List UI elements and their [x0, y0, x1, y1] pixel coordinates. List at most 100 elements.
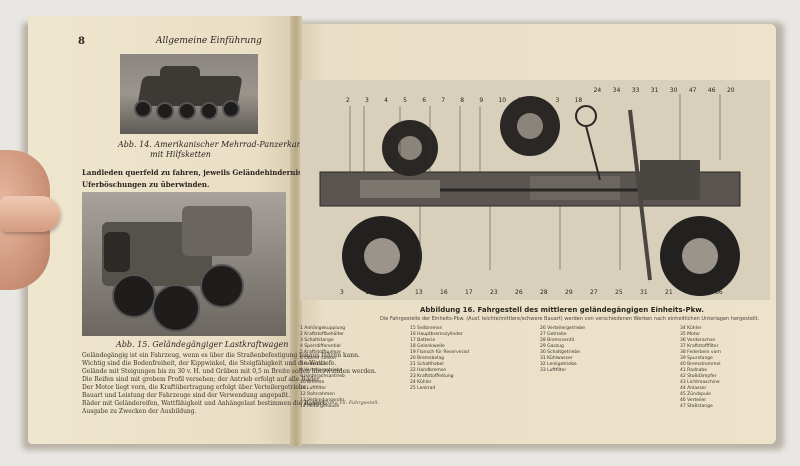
- legend-entry: 47 Stoßstange: [680, 404, 713, 409]
- paragraph-line: Die Reifen sind mit grobem Profil verseh…: [82, 376, 321, 383]
- callout-number: 31: [640, 289, 648, 296]
- legend-entry: 8 Verteilergetriebe: [300, 368, 343, 373]
- legend-entry: 40 Bremstrommel: [680, 362, 721, 367]
- legend-entry: 23 Kraftstoffleitung: [410, 374, 454, 379]
- legend-entry: 4 Sperrdifferential: [300, 344, 341, 349]
- callout-number: 14: [517, 97, 525, 104]
- paragraph-line: Bauart und Leistung der Fahrzeuge sind d…: [82, 392, 291, 399]
- legend-entry: 34 Kühler: [680, 326, 702, 331]
- legend-entry: 19 Flansch für Reserverad: [410, 350, 469, 355]
- truck-photo: [82, 192, 286, 336]
- figure-16-title: Abbildung 16. Fahrgestell des mittleren …: [420, 306, 704, 314]
- paragraph-line: Räder mit Geländereifen, Wattfähigkeit u…: [82, 400, 327, 407]
- callout-number: 16: [440, 289, 448, 296]
- legend-entry: 14 Motorgehäuse: [300, 404, 340, 409]
- legend-entry: 31 Kühlwasser: [540, 356, 573, 361]
- legend-entry: 42 Stoßdämpfer: [680, 374, 717, 379]
- paragraph-line: Wichtig sind die Bodenfreiheit, der Kipp…: [82, 360, 337, 367]
- callout-number: 25: [615, 289, 623, 296]
- callout-number: 17: [465, 289, 473, 296]
- legend-entry: 37 Kraftstofffilter: [680, 344, 719, 349]
- callout-number: 28: [540, 289, 548, 296]
- paragraph-line: Geländegängig ist ein Fahrzeug, wenn es …: [82, 352, 360, 359]
- legend-entry: 25 Lenkrad: [410, 386, 436, 391]
- legend-entry: 28 Bremsventil: [540, 338, 575, 343]
- callout-number: 46: [708, 87, 716, 94]
- legend-entry: 26 Verteilergetriebe: [540, 326, 585, 331]
- legend-entry: 7 Federbein: [300, 362, 327, 367]
- callout-number: 21: [665, 289, 673, 296]
- legend-entry: 20 Bremsbelag: [410, 356, 444, 361]
- caption-figure-14-line-2: mit Hilfsketten: [150, 150, 211, 159]
- legend-entry: 30 Schaltgetriebe: [540, 350, 580, 355]
- legend-entry: 1 Anhängekupplung: [300, 326, 346, 331]
- callout-number: 3: [556, 97, 560, 104]
- callout-number: 4: [384, 97, 388, 104]
- callout-number: 31: [651, 87, 659, 94]
- legend-entry: 10 Bremse: [300, 380, 325, 385]
- tank-photo: [120, 54, 258, 134]
- legend-entry: 24 Kühler: [410, 380, 432, 385]
- legend-entry: 32 Lenkgetriebe: [540, 362, 577, 367]
- callout-number: 30: [670, 87, 678, 94]
- legend-entry: 39 Spurstange: [680, 356, 713, 361]
- callout-number: 10: [498, 97, 506, 104]
- legend-entry: 21 Schalthebel: [410, 362, 444, 367]
- callout-number: 47: [689, 87, 697, 94]
- callout-number: 23: [490, 289, 498, 296]
- legend-entry: 16 Hauptbremszylinder: [410, 332, 463, 337]
- callout-number: 9: [479, 97, 483, 104]
- caption-figure-14: Abb. 14. Amerikanischer Mehrrad-Panzerka…: [118, 140, 339, 149]
- legend-entry: 12 Rohrrahmen: [300, 392, 335, 397]
- callout-number: 5: [536, 97, 540, 104]
- figure-16-subtitle: Die Fahrgestelle der Einheits-Pkw. (Ausf…: [380, 316, 760, 322]
- legend-entry: 29 Gaszug: [540, 344, 564, 349]
- body-text-line-2: Uferböschungen zu überwinden.: [82, 180, 210, 189]
- callout-number: 34: [613, 87, 621, 94]
- paragraph-line: Ausgabe zu Zwecken der Ausbildung.: [82, 408, 197, 415]
- thumb: [0, 196, 60, 232]
- callout-number: 8: [460, 97, 464, 104]
- caption-figure-15: Abb. 15. Geländegängiger Lastkraftwagen: [116, 340, 289, 349]
- legend-entry: 18 Gelenkwelle: [410, 344, 445, 349]
- callout-number: 6: [422, 97, 426, 104]
- paragraph-line: Gelände mit Steigungen bis zu 30 v. H. u…: [82, 368, 377, 375]
- legend-entry: 9 Hinterachsantrieb: [300, 374, 345, 379]
- page-number: 8: [78, 36, 85, 47]
- callout-number: 11: [390, 289, 398, 296]
- running-head: Allgemeine Einführung: [156, 36, 262, 46]
- legend-entry: 35 Motor: [680, 332, 701, 337]
- legend-entry: 15 Seilbremse: [410, 326, 443, 331]
- legend-entry: 43 Lichtmaschine: [680, 380, 720, 385]
- legend-entry: 44 Anlasser: [680, 386, 707, 391]
- legend-entry: 41 Radnabe: [680, 368, 708, 373]
- book-gutter: [290, 16, 302, 446]
- legend-entry: 38 Federbein vorn: [680, 350, 721, 355]
- callout-number: 5: [403, 97, 407, 104]
- callout-number: 27: [590, 289, 598, 296]
- legend-entry: 3 Schaltstange: [300, 338, 334, 343]
- callout-number: 7: [441, 97, 445, 104]
- legend-entry: 33 Luftfilter: [540, 368, 567, 373]
- legend-entry: 17 Batterie: [410, 338, 436, 343]
- callout-number: 32: [690, 289, 698, 296]
- legend-entry: 45 Zündspule: [680, 392, 711, 397]
- legend-entry: 6 Oberer Lenker: [300, 356, 337, 361]
- legend-entry: 13 Verbindungsrohr: [300, 398, 345, 403]
- callout-number: 2: [346, 97, 350, 104]
- callout-number: 24: [594, 87, 602, 94]
- callout-number: 18: [575, 97, 583, 104]
- callout-number: 36: [715, 289, 723, 296]
- paragraph-line: Der Motor liegt vorn, die Kraftübertragu…: [82, 384, 309, 391]
- legend-entry: 22 Handbremse: [410, 368, 446, 373]
- callout-number: 3: [365, 97, 369, 104]
- callout-number: 29: [565, 289, 573, 296]
